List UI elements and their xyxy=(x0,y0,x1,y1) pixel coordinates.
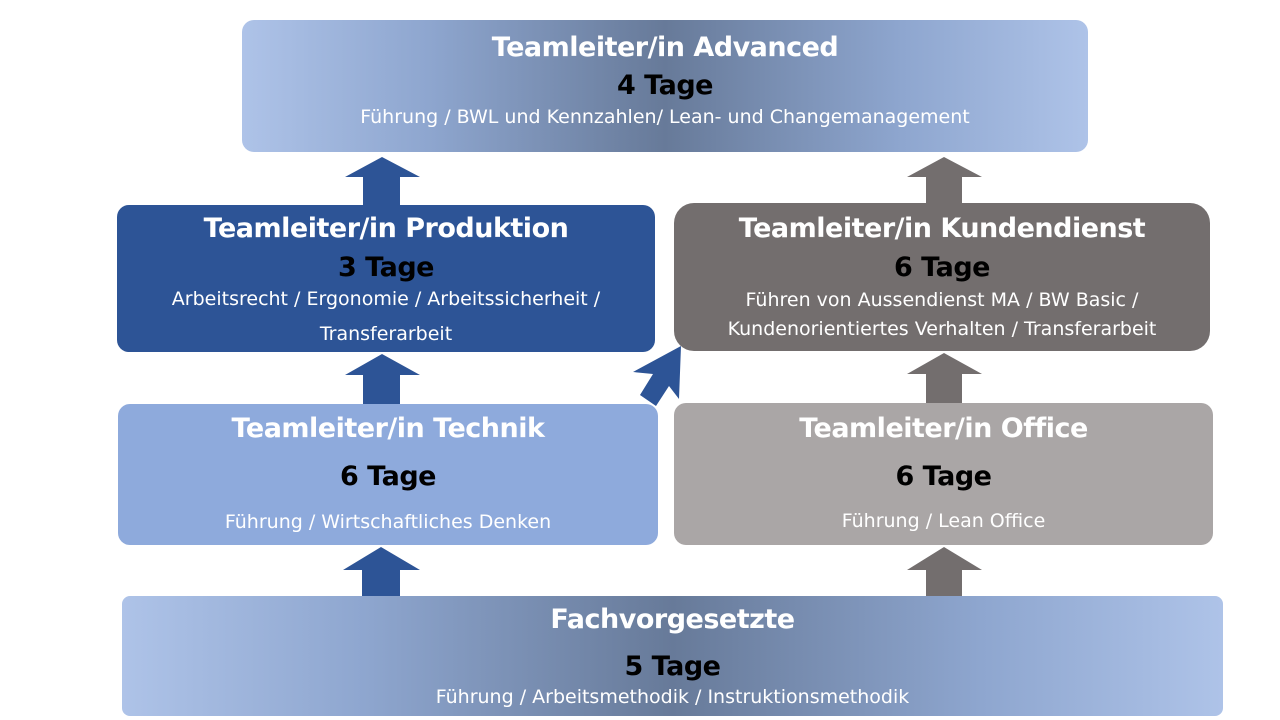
arrow-fachvorgesetzte-to-technik xyxy=(343,547,420,596)
arrow-office-to-kundendienst xyxy=(907,353,982,403)
box-title: Teamleiter/in Technik xyxy=(231,413,545,444)
box-description: Führung / Lean Office xyxy=(841,510,1046,532)
arrow-technik-to-produktion xyxy=(345,354,420,404)
box-title: Fachvorgesetzte xyxy=(550,604,795,635)
box-days: 6 Tage xyxy=(894,252,990,283)
arrow-technik-to-kundendienst xyxy=(633,346,681,406)
box-days: 3 Tage xyxy=(338,252,434,283)
box-days: 5 Tage xyxy=(624,651,721,682)
box-days: 6 Tage xyxy=(340,461,436,492)
box-teamleiter-technik: Teamleiter/in Technik 6 Tage Führung / W… xyxy=(118,404,658,545)
box-description: Führung / BWL und Kennzahlen/ Lean- und … xyxy=(360,106,970,128)
box-description: Führung / Wirtschaftliches Denken xyxy=(224,511,552,533)
box-description-line-2: Kundenorientiertes Verhalten / Transfera… xyxy=(727,318,1157,340)
box-days: 4 Tage xyxy=(617,70,713,101)
box-teamleiter-produktion: Teamleiter/in Produktion 3 Tage Arbeitsr… xyxy=(117,205,655,352)
box-fachvorgesetzte: Fachvorgesetzte 5 Tage Führung / Arbeits… xyxy=(122,596,1223,716)
arrow-fachvorgesetzte-to-office xyxy=(907,547,982,596)
box-teamleiter-advanced: Teamleiter/in Advanced 4 Tage Führung / … xyxy=(242,20,1088,152)
box-description: Führung / Arbeitsmethodik / Instruktions… xyxy=(435,686,910,708)
box-description-line-1: Arbeitsrecht / Ergonomie / Arbeitssicher… xyxy=(171,288,601,310)
box-teamleiter-office: Teamleiter/in Office 6 Tage Führung / Le… xyxy=(674,403,1213,545)
box-title: Teamleiter/in Advanced xyxy=(491,32,839,63)
arrow-produktion-to-advanced xyxy=(345,157,420,205)
arrow-kundendienst-to-advanced xyxy=(907,157,982,203)
box-title: Teamleiter/in Office xyxy=(799,413,1088,444)
box-title: Teamleiter/in Kundendienst xyxy=(738,213,1146,244)
box-title: Teamleiter/in Produktion xyxy=(203,213,569,244)
box-days: 6 Tage xyxy=(895,461,992,492)
box-description-line-2: Transferarbeit xyxy=(319,323,453,345)
box-teamleiter-kundendienst: Teamleiter/in Kundendienst 6 Tage Führen… xyxy=(674,203,1210,351)
box-description-line-1: Führen von Aussendienst MA / BW Basic / xyxy=(745,289,1139,311)
